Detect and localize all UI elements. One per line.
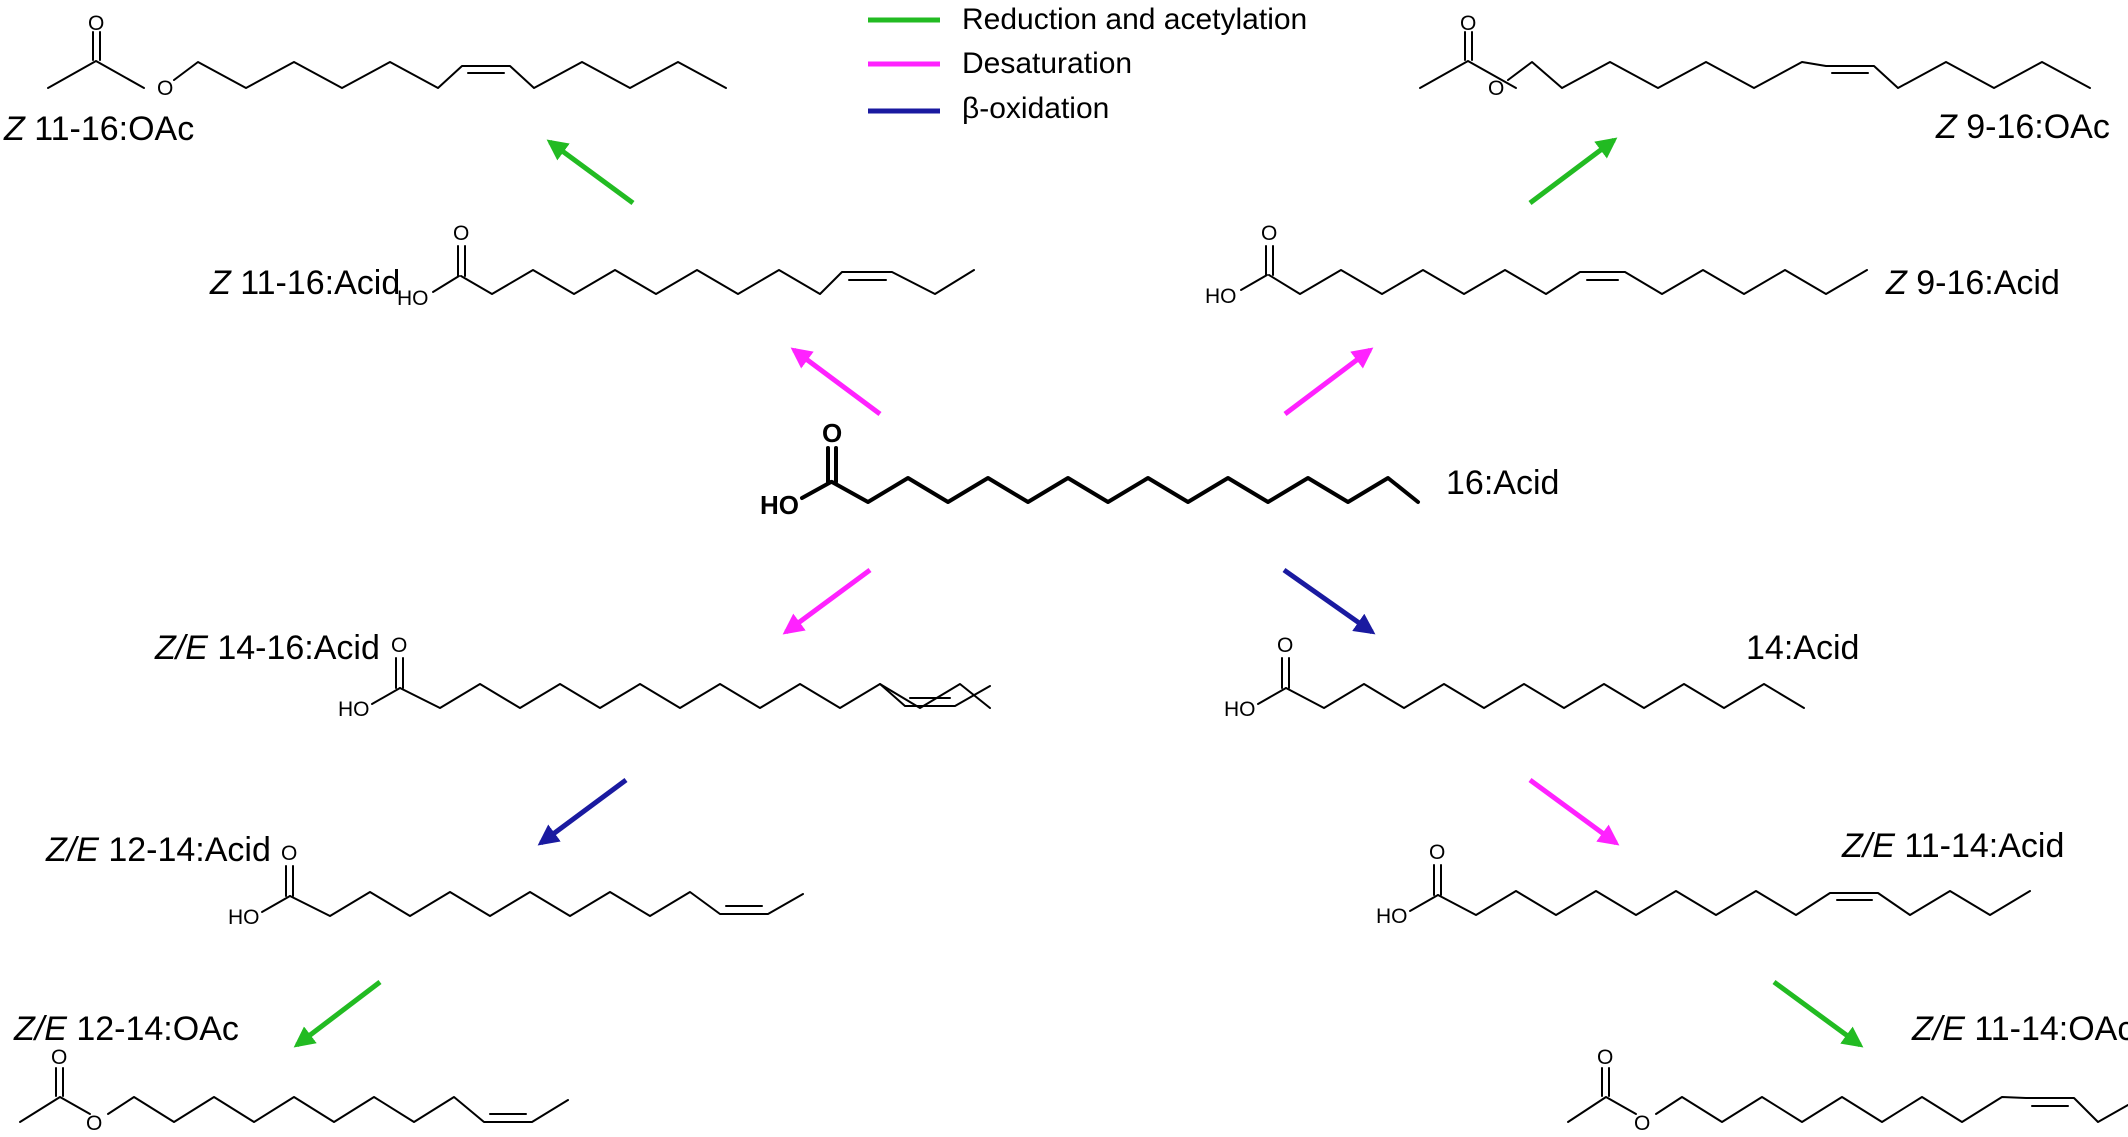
structure-14-acid: HO O bbox=[1224, 634, 1805, 721]
label-stereo-prefix: Z bbox=[209, 264, 232, 302]
label-name: 11-14:OAc bbox=[1965, 1010, 2128, 1048]
arrow-beta-oxidation-to-z12-14 bbox=[537, 777, 628, 846]
legend-item-desaturation: Desaturation bbox=[868, 47, 1132, 80]
arrow-beta-oxidation-to-14 bbox=[1282, 567, 1376, 635]
arrow-desaturation-to-z14-16 bbox=[782, 567, 872, 635]
structure-ze11-14-acid: HO O bbox=[1376, 841, 2031, 928]
legend-item-reduction: Reduction and acetylation bbox=[868, 3, 1307, 36]
atom-ho: HO bbox=[397, 287, 429, 310]
atom-o-carbonyl: O bbox=[51, 1046, 67, 1069]
atom-o-ester: O bbox=[1634, 1112, 1650, 1135]
label-name: 9-16:OAc bbox=[1957, 108, 2110, 146]
structure-z11-16-acid: HO O bbox=[397, 222, 975, 310]
atom-ho: HO bbox=[1376, 905, 1408, 928]
label-stereo-prefix: Z bbox=[1885, 264, 1908, 302]
atom-o: O bbox=[822, 418, 842, 448]
atom-o: O bbox=[391, 634, 407, 657]
label-ze14-16-acid: Z/E 14-16:Acid bbox=[154, 629, 380, 667]
arrow-desaturation-to-z9-16 bbox=[1283, 347, 1374, 416]
atom-o: O bbox=[281, 842, 297, 865]
label-z11-16-acid: Z 11-16:Acid bbox=[209, 264, 400, 302]
label-name: 11-16:Acid bbox=[231, 264, 400, 302]
atom-ho: HO bbox=[1205, 285, 1237, 308]
reaction-arrows bbox=[293, 137, 1864, 1048]
arrow-reduction-z11-14 bbox=[1772, 979, 1864, 1048]
atom-o-carbonyl: O bbox=[1460, 12, 1476, 35]
structure-z11-16-oac: O O bbox=[47, 12, 727, 100]
structure-16-acid: HO O bbox=[760, 418, 1420, 520]
label-name: 11-14:Acid bbox=[1895, 827, 2064, 865]
label-ze12-14-oac: Z/E 12-14:OAc bbox=[13, 1010, 239, 1048]
label-stereo-prefix: Z bbox=[1935, 108, 1958, 146]
label-stereo-prefix: Z/E bbox=[154, 629, 208, 667]
structure-ze12-14-oac: O O bbox=[19, 1046, 569, 1135]
atom-o-carbonyl: O bbox=[88, 12, 104, 35]
arrow-reduction-z9-16 bbox=[1528, 137, 1618, 205]
label-stereo-prefix: Z bbox=[3, 110, 26, 148]
arrow-reduction-z11-16 bbox=[546, 139, 635, 206]
atom-o: O bbox=[1277, 634, 1293, 657]
structure-ze11-14-oac: O O bbox=[1567, 1046, 2128, 1135]
atom-o: O bbox=[1429, 841, 1445, 864]
label-stereo-prefix: Z/E bbox=[1911, 1010, 1965, 1048]
label-stereo-prefix: Z/E bbox=[13, 1010, 67, 1048]
structures: O O O O HO O HO bbox=[19, 12, 2128, 1135]
label-z11-16-oac: Z 11-16:OAc bbox=[3, 110, 194, 148]
atom-ho: HO bbox=[338, 698, 370, 721]
structure-z9-16-acid: HO O bbox=[1205, 222, 1868, 308]
structure-ze14-16-acid: HO O bbox=[338, 634, 991, 721]
label-name: 9-16:Acid bbox=[1907, 264, 2060, 302]
label-z9-16-oac: Z 9-16:OAc bbox=[1935, 108, 2110, 146]
label-stereo-prefix: Z/E bbox=[45, 831, 99, 869]
label-name: 12-14:OAc bbox=[67, 1010, 239, 1048]
arrow-desaturation-to-z11-16 bbox=[790, 347, 882, 417]
atom-o-carbonyl: O bbox=[1597, 1046, 1613, 1069]
compound-labels: Z 11-16:OAc Z 9-16:OAc Z 11-16:Acid Z 9-… bbox=[3, 108, 2128, 1048]
legend-label-beta-oxidation: β-oxidation bbox=[962, 92, 1109, 125]
label-ze11-14-oac: Z/E 11-14:OAc bbox=[1911, 1010, 2128, 1048]
label-name: 12-14:Acid bbox=[99, 831, 271, 869]
label-name: 14-16:Acid bbox=[208, 629, 380, 667]
label-16-acid: 16:Acid bbox=[1446, 464, 1559, 502]
legend: Reduction and acetylation Desaturation β… bbox=[868, 3, 1307, 125]
atom-ho: HO bbox=[1224, 698, 1256, 721]
atom-o: O bbox=[1261, 222, 1277, 245]
legend-label-desaturation: Desaturation bbox=[962, 47, 1132, 80]
legend-label-reduction: Reduction and acetylation bbox=[962, 3, 1307, 36]
atom-ho: HO bbox=[760, 490, 799, 520]
label-ze11-14-acid: Z/E 11-14:Acid bbox=[1841, 827, 2064, 865]
label-z9-16-acid: Z 9-16:Acid bbox=[1885, 264, 2060, 302]
label-14-acid: 14:Acid bbox=[1746, 629, 1859, 667]
atom-ho: HO bbox=[228, 906, 260, 929]
label-name: 11-16:OAc bbox=[25, 110, 194, 148]
arrow-reduction-z12-14 bbox=[293, 980, 382, 1048]
structure-z9-16-oac: O O bbox=[1419, 12, 2091, 100]
legend-item-beta-oxidation: β-oxidation bbox=[868, 92, 1109, 125]
atom-o-ester: O bbox=[157, 77, 173, 100]
atom-o-ester: O bbox=[1488, 77, 1504, 100]
label-ze12-14-acid: Z/E 12-14:Acid bbox=[45, 831, 271, 869]
atom-o: O bbox=[453, 222, 469, 245]
arrow-desaturation-to-z11-14 bbox=[1528, 777, 1620, 846]
atom-o-ester: O bbox=[86, 1112, 102, 1135]
label-stereo-prefix: Z/E bbox=[1841, 827, 1895, 865]
structure-ze12-14-acid: HO O bbox=[228, 842, 804, 929]
